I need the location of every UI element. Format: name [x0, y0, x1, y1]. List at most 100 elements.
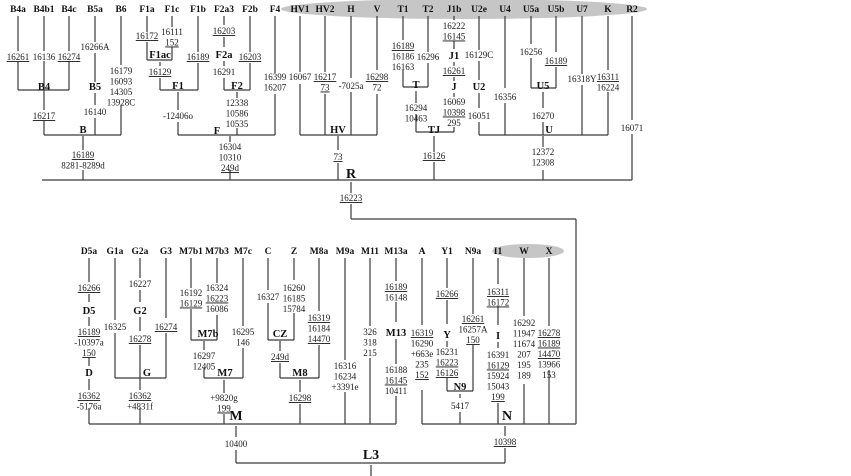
node-label-y: Y [443, 330, 451, 341]
mutation-label: 16189 [72, 150, 95, 160]
mutation-label: 16295 [232, 327, 255, 337]
tip-label-m8a: M8a [310, 247, 329, 257]
mutation-label: 16290 [411, 339, 434, 349]
mutation-label: 16111 [161, 27, 183, 37]
tip-label-hv1: HV1 [291, 5, 310, 15]
mutation-label: 16189 [392, 41, 415, 51]
mutation-label: 16224 [597, 83, 620, 93]
mutation-label: 13966 [538, 360, 561, 370]
mutation-label: 14305 [110, 87, 133, 97]
node-label-u: U [545, 125, 553, 136]
mutation-label: 318 [363, 338, 377, 348]
mutation-label: 16304 [219, 142, 242, 152]
mutation-label: 16261 [462, 314, 485, 324]
mutation-label: 249d [221, 163, 240, 173]
tip-label-u5a: U5a [523, 5, 540, 15]
node-label-l3: L3 [363, 448, 379, 463]
mutation-label: 207 [517, 350, 531, 360]
tip-label-f1c: F1c [165, 5, 180, 15]
mutation-label: 12405 [193, 362, 216, 372]
mutation-label: 16203 [213, 26, 236, 36]
mutation-label: 16189 [187, 52, 210, 62]
mutation-label: 16278 [538, 328, 561, 338]
mutation-label: 16129 [149, 67, 172, 77]
mutation-label: 16136 [33, 52, 56, 62]
mutation-label: 73 [321, 83, 331, 93]
tip-label-f1a: F1a [139, 5, 155, 15]
mutation-label: 16126 [423, 151, 446, 161]
mutation-label: 16270 [532, 111, 555, 121]
mutation-label: 10400 [225, 439, 248, 449]
tip-label-m7c: M7c [234, 247, 252, 257]
tip-label-k: K [604, 5, 612, 15]
mutation-label: 14470 [538, 349, 561, 359]
mutation-label: 16129C [465, 50, 494, 60]
tip-label-a: A [419, 247, 426, 257]
mutation-label: 16316 [334, 361, 357, 371]
node-label-j1: J1 [449, 51, 460, 62]
mutation-label: 150 [466, 335, 480, 345]
node-label-n9: N9 [454, 382, 467, 393]
mutation-label: 16067 [289, 72, 312, 82]
node-label-m7: M7 [217, 368, 232, 379]
tip-label-f2a3: F2a3 [214, 5, 234, 15]
node-label-g: G [143, 368, 151, 379]
mutation-label: 16274 [155, 322, 178, 332]
mutation-label: 153 [542, 370, 556, 380]
node-label-b4: B4 [38, 82, 51, 93]
tip-label-r2: R2 [626, 5, 638, 15]
mutation-label: 16362 [78, 391, 101, 401]
mutation-label: 150 [82, 348, 96, 358]
mutation-label: 16274 [58, 52, 81, 62]
mutation-label: +663e [411, 349, 434, 359]
mutation-label: 235 [415, 360, 429, 370]
mutation-label: 295 [447, 118, 461, 128]
mutation-label: 16145 [385, 376, 408, 386]
mutation-label: -5176a [77, 402, 102, 412]
mutation-label: 11674 [513, 339, 536, 349]
mutation-label: 16186 [392, 52, 415, 62]
node-label-m8: M8 [292, 368, 307, 379]
node-label-m: M [229, 409, 242, 424]
mutation-label: 16189 [538, 339, 561, 349]
node-label-n: N [502, 409, 512, 424]
mutation-label: 215 [363, 348, 377, 358]
mutation-label: 16184 [308, 324, 331, 334]
node-label-hv: HV [330, 125, 346, 136]
tip-label-v: V [374, 5, 381, 15]
node-label-m7b: M7b [198, 329, 219, 340]
mutation-label: +3391e [331, 382, 358, 392]
mutation-label: 16234 [334, 372, 357, 382]
tip-label-hv2: HV2 [316, 5, 335, 15]
mutation-label: 16071 [621, 123, 644, 133]
mutation-label: 16227 [129, 279, 152, 289]
mutation-label: 72 [373, 83, 382, 93]
mutation-label: 15924 [487, 371, 510, 381]
node-label-f2a: F2a [216, 50, 234, 61]
tree-branches [17, 16, 633, 476]
mutation-label: 16192 [180, 288, 203, 298]
mutation-label: 10535 [226, 119, 249, 129]
mutation-label: 16327 [257, 292, 280, 302]
mutation-label: -10397a [74, 338, 104, 348]
mutation-label: 12308 [532, 158, 555, 168]
tip-label-n9a: N9a [465, 247, 482, 257]
mutation-label: 16172 [487, 298, 510, 308]
tip-label-m13a: M13a [384, 247, 407, 257]
mutation-label: -7025a [339, 81, 364, 91]
mutation-label: 16266A [81, 42, 111, 52]
mutation-label: 10586 [226, 109, 249, 119]
tip-label-y1: Y1 [441, 247, 453, 257]
mutation-label: 16266 [436, 289, 459, 299]
mutation-label: 16223 [340, 193, 363, 203]
mutation-label: 16188 [385, 365, 408, 375]
node-label-f: F [214, 126, 220, 137]
tip-label-m11: M11 [361, 247, 379, 257]
mutation-label: 249d [271, 352, 290, 362]
mutation-label: 16291 [213, 67, 236, 77]
tip-label-f1b: F1b [190, 5, 206, 15]
mutation-label: 16356 [494, 92, 517, 102]
mutation-label: 15043 [487, 382, 510, 392]
